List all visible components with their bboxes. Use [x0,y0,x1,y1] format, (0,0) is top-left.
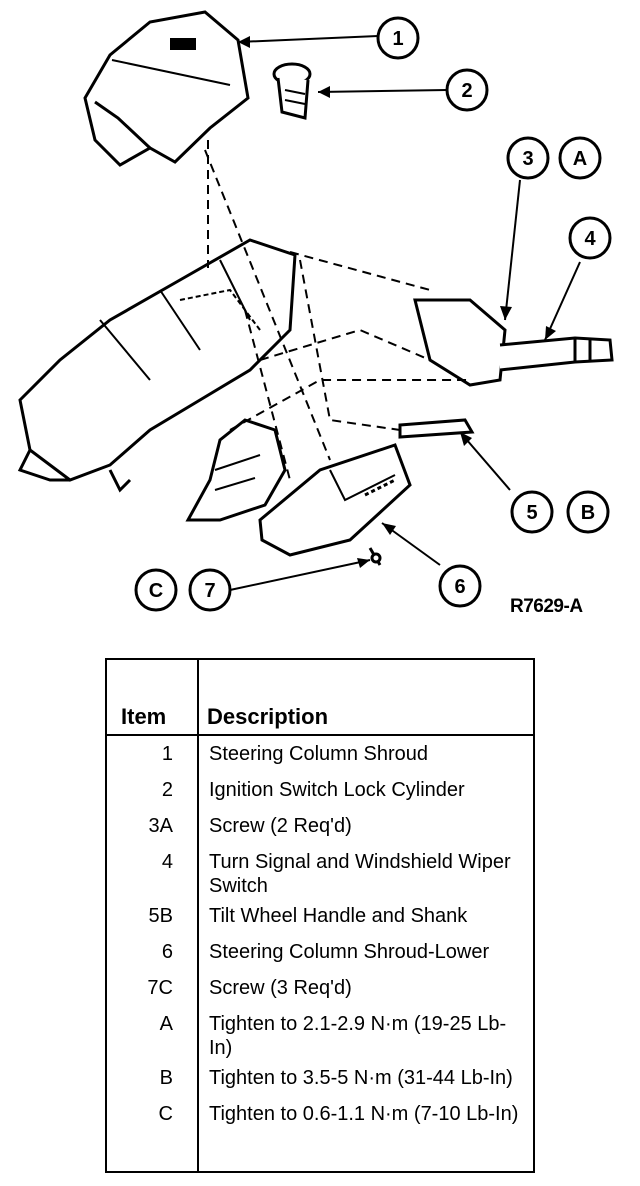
legend-description: Tilt Wheel Handle and Shank [209,905,468,927]
callout-label-4: 4 [584,228,596,250]
callout-label-C: C [149,580,163,602]
callout-label-1: 1 [392,28,403,50]
legend-description: Ignition Switch Lock Cylinder [209,779,465,801]
screw-part [368,547,382,566]
legend-row: 1 Steering Column Shroud [107,742,533,772]
legend-description: Screw (3 Req'd) [209,977,352,999]
callout-B: B [566,490,610,534]
legend-row: 6 Steering Column Shroud-Lower [107,940,533,970]
legend-description: Tighten to 2.1-2.9 N·m (19-25 Lb-In) [209,1013,507,1059]
figure-code: R7629-A [510,596,583,617]
exploded-view-diagram: 1 2 3 A 4 5 B 6 C 7 [17,10,614,612]
upper-shroud-part [83,10,250,167]
lower-shroud-part [258,443,412,557]
legend-row: 4 Turn Signal and Windshield Wiper Switch [107,850,533,898]
legend-header-description: Description [207,704,329,729]
callout-6: 6 [438,564,482,608]
callout-label-3: 3 [522,148,533,170]
legend-row: 5B Tilt Wheel Handle and Shank [107,904,533,934]
shift-lever-part [185,418,287,522]
legend-row: C Tighten to 0.6-1.1 N·m (7-10 Lb-In) [107,1102,533,1132]
callout-label-7: 7 [204,580,215,602]
legend-row: B Tighten to 3.5-5 N·m (31-44 Lb-In) [107,1066,533,1096]
callout-label-B: B [581,502,595,524]
leader-arrowheads [238,36,556,568]
assembly-lines [204,140,470,481]
legend-row: A Tighten to 2.1-2.9 N·m (19-25 Lb-In) [107,1012,533,1060]
legend-row: 2 Ignition Switch Lock Cylinder [107,778,533,808]
callout-label-A: A [573,148,587,170]
callout-3: 3 [506,136,550,180]
legend-item: 6 [161,941,173,963]
legend-item: A [159,1013,173,1035]
steering-column-part [17,238,297,493]
legend-description: Screw (2 Req'd) [209,815,352,837]
callout-2: 2 [445,68,489,112]
legend-header-rule [107,734,533,736]
legend-header-item: Item [121,704,167,729]
legend-item: B [159,1067,173,1089]
legend-item: 4 [161,851,173,873]
callout-4: 4 [568,216,612,260]
callout-label-2: 2 [461,80,472,102]
callout-A: A [558,136,602,180]
callout-1: 1 [376,16,420,60]
legend-description: Steering Column Shroud-Lower [209,941,490,963]
turn-signal-switch-part [413,298,614,387]
callout-5: 5 [510,490,554,534]
legend-description: Tighten to 3.5-5 N·m (31-44 Lb-In) [209,1067,513,1089]
callout-label-6: 6 [454,576,465,598]
legend-column-divider [197,660,199,1171]
legend-item: 3A [148,815,173,837]
callout-label-5: 5 [526,502,537,524]
lock-cylinder-part [272,62,312,120]
legend-item: 7C [147,977,173,999]
legend-rows: 1 Steering Column Shroud 2 Ignition Switch… [107,742,533,1138]
tilt-handle-part [398,418,475,439]
legend-item: C [158,1103,173,1125]
legend-description: Steering Column Shroud [209,743,429,765]
legend-item: 5B [148,905,173,927]
legend-item: 1 [161,743,173,765]
legend-row: 7C Screw (3 Req'd) [107,976,533,1006]
callout-C: C [134,568,178,612]
legend-item: 2 [161,779,173,801]
legend-description: Tighten to 0.6-1.1 N·m (7-10 Lb-In) [209,1103,519,1125]
legend-description: Turn Signal and Windshield Wiper Switch [209,851,511,897]
legend-row: 3A Screw (2 Req'd) [107,814,533,844]
callout-7: 7 [188,568,232,612]
